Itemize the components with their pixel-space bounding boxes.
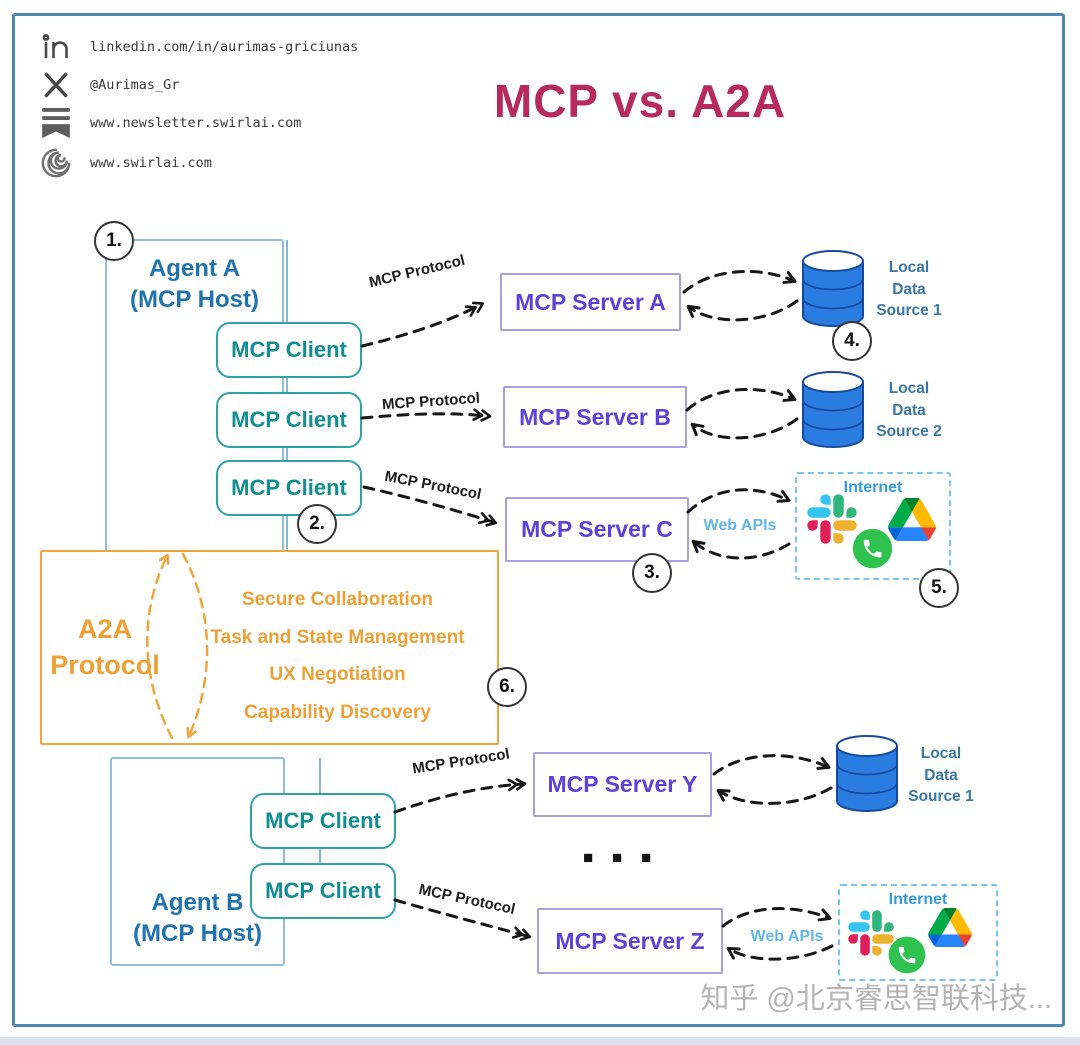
mcp-client-label: MCP Client xyxy=(265,808,381,833)
social-text: www.swirlai.com xyxy=(90,155,212,171)
step-badge-1: 1. xyxy=(94,221,134,261)
mcp-server-a-box: MCP Server A xyxy=(500,273,681,331)
ellipsis-dots: ■ ■ ■ xyxy=(583,848,659,867)
database-cylinder-icon xyxy=(800,249,866,329)
agent-a-role: (MCP Host) xyxy=(130,286,259,313)
mcp-server-a-label: MCP Server A xyxy=(515,288,666,315)
mcp-server-b-box: MCP Server B xyxy=(503,386,687,448)
swirl-icon xyxy=(38,147,74,179)
mcp-server-y-label: MCP Server Y xyxy=(547,771,698,797)
web-apis-label: Web APIs xyxy=(750,928,824,945)
database-cylinder-icon xyxy=(834,734,900,814)
google-drive-icon xyxy=(888,498,936,546)
step-badge-5: 5. xyxy=(919,568,959,608)
mcp-client-box: MCP Client xyxy=(216,322,362,378)
mcp-server-c-box: MCP Server C xyxy=(505,497,689,562)
social-text: @Aurimas_Gr xyxy=(90,77,180,93)
a2a-feature-list: Secure Collaboration Task and State Mana… xyxy=(190,581,485,731)
linkedin-icon xyxy=(38,31,74,63)
a2a-feature: Task and State Management xyxy=(210,626,465,648)
slack-icon xyxy=(848,910,894,961)
social-row-swirl: www.swirlai.com xyxy=(38,146,212,180)
step-badge-6: 6. xyxy=(487,667,527,707)
mcp-client-box: MCP Client xyxy=(216,392,362,448)
x-icon xyxy=(38,71,74,99)
a2a-feature: UX Negotiation xyxy=(269,664,406,685)
database-cylinder-icon xyxy=(800,370,866,450)
step-badge-4: 4. xyxy=(832,321,872,361)
slack-icon xyxy=(807,494,857,549)
mcp-client-box: MCP Client xyxy=(250,863,396,919)
mcp-client-box: MCP Client xyxy=(216,460,362,516)
bottom-strip xyxy=(0,1037,1080,1045)
internet-label: Internet xyxy=(843,479,903,496)
social-text: www.newsletter.swirlai.com xyxy=(90,115,302,131)
a2a-feature: Capability Discovery xyxy=(244,701,431,723)
agent-a-name: Agent A xyxy=(148,255,241,282)
social-text: linkedin.com/in/aurimas-griciunas xyxy=(90,39,359,55)
social-row-newsletter: www.newsletter.swirlai.com xyxy=(38,106,301,140)
agent-b-role: (MCP Host) xyxy=(133,920,262,947)
local-data-source-1-label: Local Data Source 1 xyxy=(876,259,942,319)
social-row-x: @Aurimas_Gr xyxy=(38,68,179,102)
social-row-linkedin: linkedin.com/in/aurimas-griciunas xyxy=(38,30,358,64)
mcp-server-b-label: MCP Server B xyxy=(519,403,671,430)
agent-b-name: Agent B xyxy=(151,889,244,916)
mcp-client-label: MCP Client xyxy=(231,407,347,432)
agent-b-box: Agent B (MCP Host) xyxy=(110,757,285,966)
frame-border xyxy=(12,13,1065,1027)
mcp-client-label: MCP Client xyxy=(231,337,347,362)
mcp-client-label: MCP Client xyxy=(265,878,381,903)
a2a-feature: Secure Collaboration xyxy=(241,589,434,610)
agent-b-label: Agent B (MCP Host) xyxy=(112,887,283,949)
mcp-client-label: MCP Client xyxy=(231,475,347,500)
a2a-protocol-box xyxy=(40,550,499,745)
internet-label: Internet xyxy=(888,891,948,908)
page-title: MCP vs. A2A xyxy=(493,75,787,127)
mcp-server-z-box: MCP Server Z xyxy=(537,908,723,974)
whatsapp-icon xyxy=(886,934,928,981)
watermark-text: 知乎 @北京睿思智联科技... xyxy=(700,983,1052,1015)
web-apis-label: Web APIs xyxy=(703,517,777,534)
newsletter-icon xyxy=(38,108,74,138)
a2a-protocol-title: A2A Protocol xyxy=(50,614,160,680)
step-badge-3: 3. xyxy=(632,553,672,593)
mcp-server-y-box: MCP Server Y xyxy=(533,752,712,817)
local-data-source-1-label: Local Data Source 1 xyxy=(908,745,974,805)
mcp-client-box: MCP Client xyxy=(250,793,396,849)
mcp-server-c-label: MCP Server C xyxy=(521,516,673,542)
mcp-server-z-label: MCP Server Z xyxy=(555,927,705,954)
step-badge-2: 2. xyxy=(297,504,337,544)
local-data-source-2-label: Local Data Source 2 xyxy=(876,380,942,440)
agent-a-label: Agent A (MCP Host) xyxy=(107,253,282,315)
whatsapp-icon xyxy=(850,526,895,576)
google-drive-icon xyxy=(928,908,972,952)
